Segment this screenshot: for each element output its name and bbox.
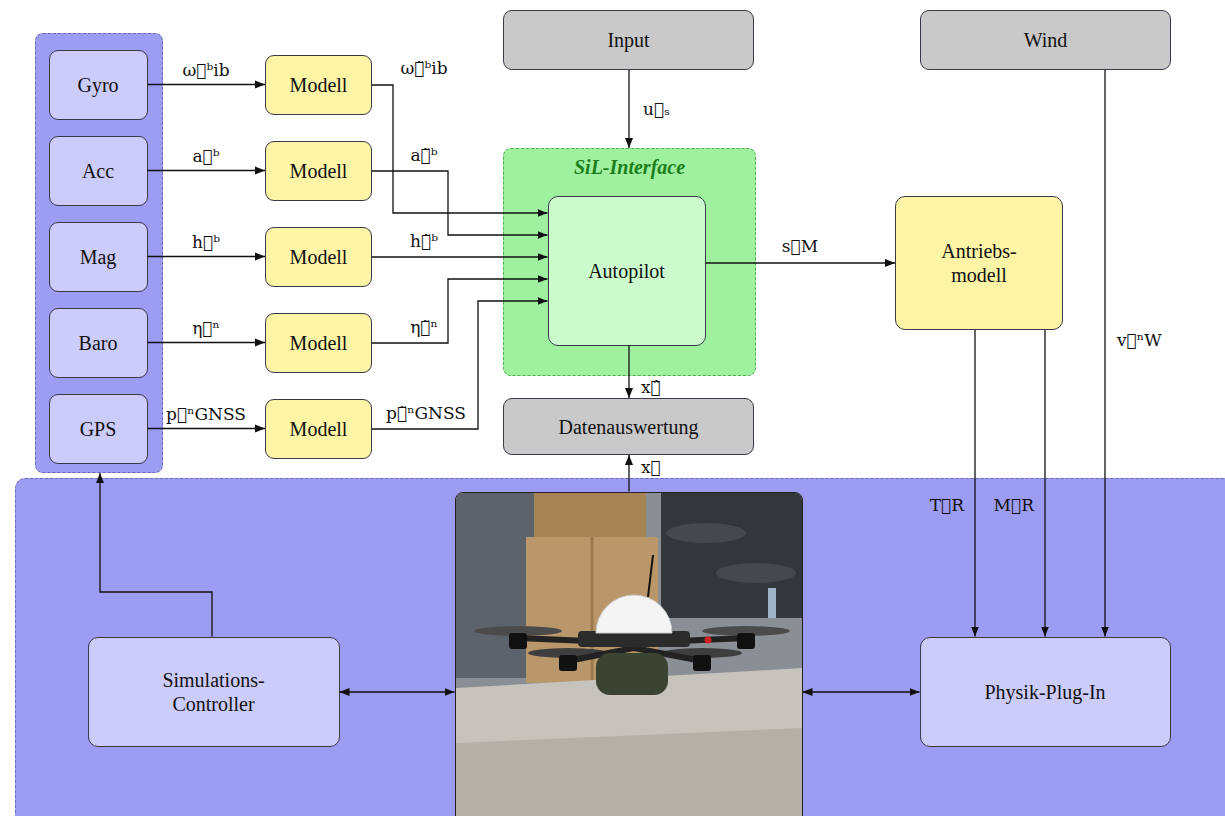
- signal-connector: [706, 262, 896, 263]
- motor: [509, 633, 527, 649]
- floor-shadow: [456, 728, 803, 816]
- node-label: Simulations- Controller: [139, 668, 289, 716]
- signal-label: a⃗̃ᵇ: [408, 144, 439, 167]
- model-box: Modell: [265, 55, 372, 115]
- signal-connector: [372, 301, 548, 429]
- signal-connector: [628, 455, 629, 492]
- node-label: Modell: [290, 73, 348, 97]
- drone-render: [456, 493, 803, 816]
- signal-label: η⃗̃ⁿ: [408, 316, 440, 339]
- node-label: Physik-Plug-In: [984, 680, 1105, 704]
- signal-connector: [628, 346, 629, 399]
- sensor-group: GyroAccMagBaroGPS: [35, 33, 163, 473]
- node-label: Autopilot: [588, 259, 665, 283]
- autopilot-box: Autopilot: [548, 196, 706, 346]
- signal-connector: [100, 473, 212, 637]
- gps-dome: [596, 595, 672, 633]
- black-tubes: [661, 493, 803, 618]
- simulation-band: Simulations- Controller Physik-Plug-In: [15, 478, 1225, 816]
- signal-connector: [372, 171, 548, 235]
- tube-ring: [716, 563, 796, 583]
- sensor-box: Gyro: [49, 50, 148, 120]
- motor: [693, 655, 711, 671]
- status-led: [704, 636, 711, 643]
- sensor-box: Mag: [49, 222, 148, 292]
- simulation-controller: Simulations- Controller: [88, 637, 340, 747]
- node-label: Modell: [290, 159, 348, 183]
- model-box: Modell: [265, 141, 372, 201]
- sensor-box: Baro: [49, 308, 148, 378]
- signal-connector: [372, 85, 548, 213]
- node-label: Baro: [79, 331, 118, 355]
- signal-label: h⃗̃ᵇ: [408, 230, 440, 253]
- signal-label: v⃗ⁿW: [1115, 329, 1164, 352]
- motor: [737, 633, 755, 649]
- model-box: Modell: [265, 313, 372, 373]
- node-label: Input: [607, 28, 649, 52]
- group-title: SiL-Interface: [574, 155, 685, 179]
- node-label: Gyro: [77, 73, 118, 97]
- node-label: Acc: [82, 159, 114, 183]
- sensor-box: Acc: [49, 136, 148, 206]
- model-box: Modell: [265, 227, 372, 287]
- signal-label: x⃗̂: [639, 376, 663, 399]
- sil-interface: SiL-InterfaceAutopilot: [503, 148, 756, 376]
- node-label: Antriebs- modell: [922, 239, 1037, 287]
- antenna: [648, 555, 653, 597]
- signal-label: T⃗R: [928, 494, 966, 517]
- signal-label: ω⃗ᵇib: [180, 59, 231, 82]
- model-box: Modell: [265, 399, 372, 459]
- node-label: Mag: [80, 245, 117, 269]
- signal-connector: [148, 170, 266, 171]
- cardboard-box: [534, 493, 646, 541]
- signal-label: s⃗M: [780, 235, 820, 258]
- signal-label: p⃗ⁿGNSS: [164, 403, 248, 426]
- node-label: Modell: [290, 417, 348, 441]
- signal-label: M⃗R: [992, 494, 1036, 517]
- signal-label: ω⃗̃ᵇib: [398, 57, 449, 80]
- signal-connector: [148, 342, 266, 343]
- node-label: Modell: [290, 331, 348, 355]
- node-label: Wind: [1024, 28, 1068, 52]
- signal-label: u⃗ₛ: [641, 98, 672, 121]
- tube-ring: [666, 523, 746, 543]
- signal-connector: [1044, 330, 1045, 637]
- signal-connector: [148, 84, 266, 85]
- node-label: Modell: [290, 245, 348, 269]
- box-seam: [590, 537, 593, 683]
- wall: [456, 493, 803, 816]
- node-label: Datenauswertung: [559, 415, 699, 439]
- physics-plugin: Physik-Plug-In: [920, 637, 1171, 747]
- motor: [559, 655, 577, 671]
- battery: [596, 653, 668, 695]
- signal-connector: [340, 691, 455, 692]
- input-box: Input: [503, 10, 754, 70]
- signal-label: x⃗: [639, 456, 663, 479]
- signal-label: a⃗ᵇ: [190, 145, 221, 168]
- evaluation-box: Datenauswertung: [503, 398, 754, 455]
- wind-box: Wind: [920, 10, 1171, 70]
- signal-label: η⃗ⁿ: [190, 317, 222, 340]
- signal-connector: [372, 256, 548, 257]
- node-label: GPS: [80, 417, 117, 441]
- signal-connector: [803, 691, 920, 692]
- signal-label: h⃗ᵇ: [190, 231, 222, 254]
- signal-connector: [974, 330, 975, 637]
- signal-connector: [148, 428, 266, 429]
- bottle: [768, 588, 776, 618]
- signal-connector: [372, 279, 548, 343]
- signal-connector: [148, 256, 266, 257]
- signal-label: p⃗̃ⁿGNSS: [384, 402, 468, 425]
- drive-model-box: Antriebs- modell: [895, 196, 1063, 330]
- sensor-box: GPS: [49, 394, 148, 464]
- simulation-view: [455, 492, 803, 816]
- signal-connector: [628, 70, 629, 148]
- signal-connector: [1104, 70, 1105, 637]
